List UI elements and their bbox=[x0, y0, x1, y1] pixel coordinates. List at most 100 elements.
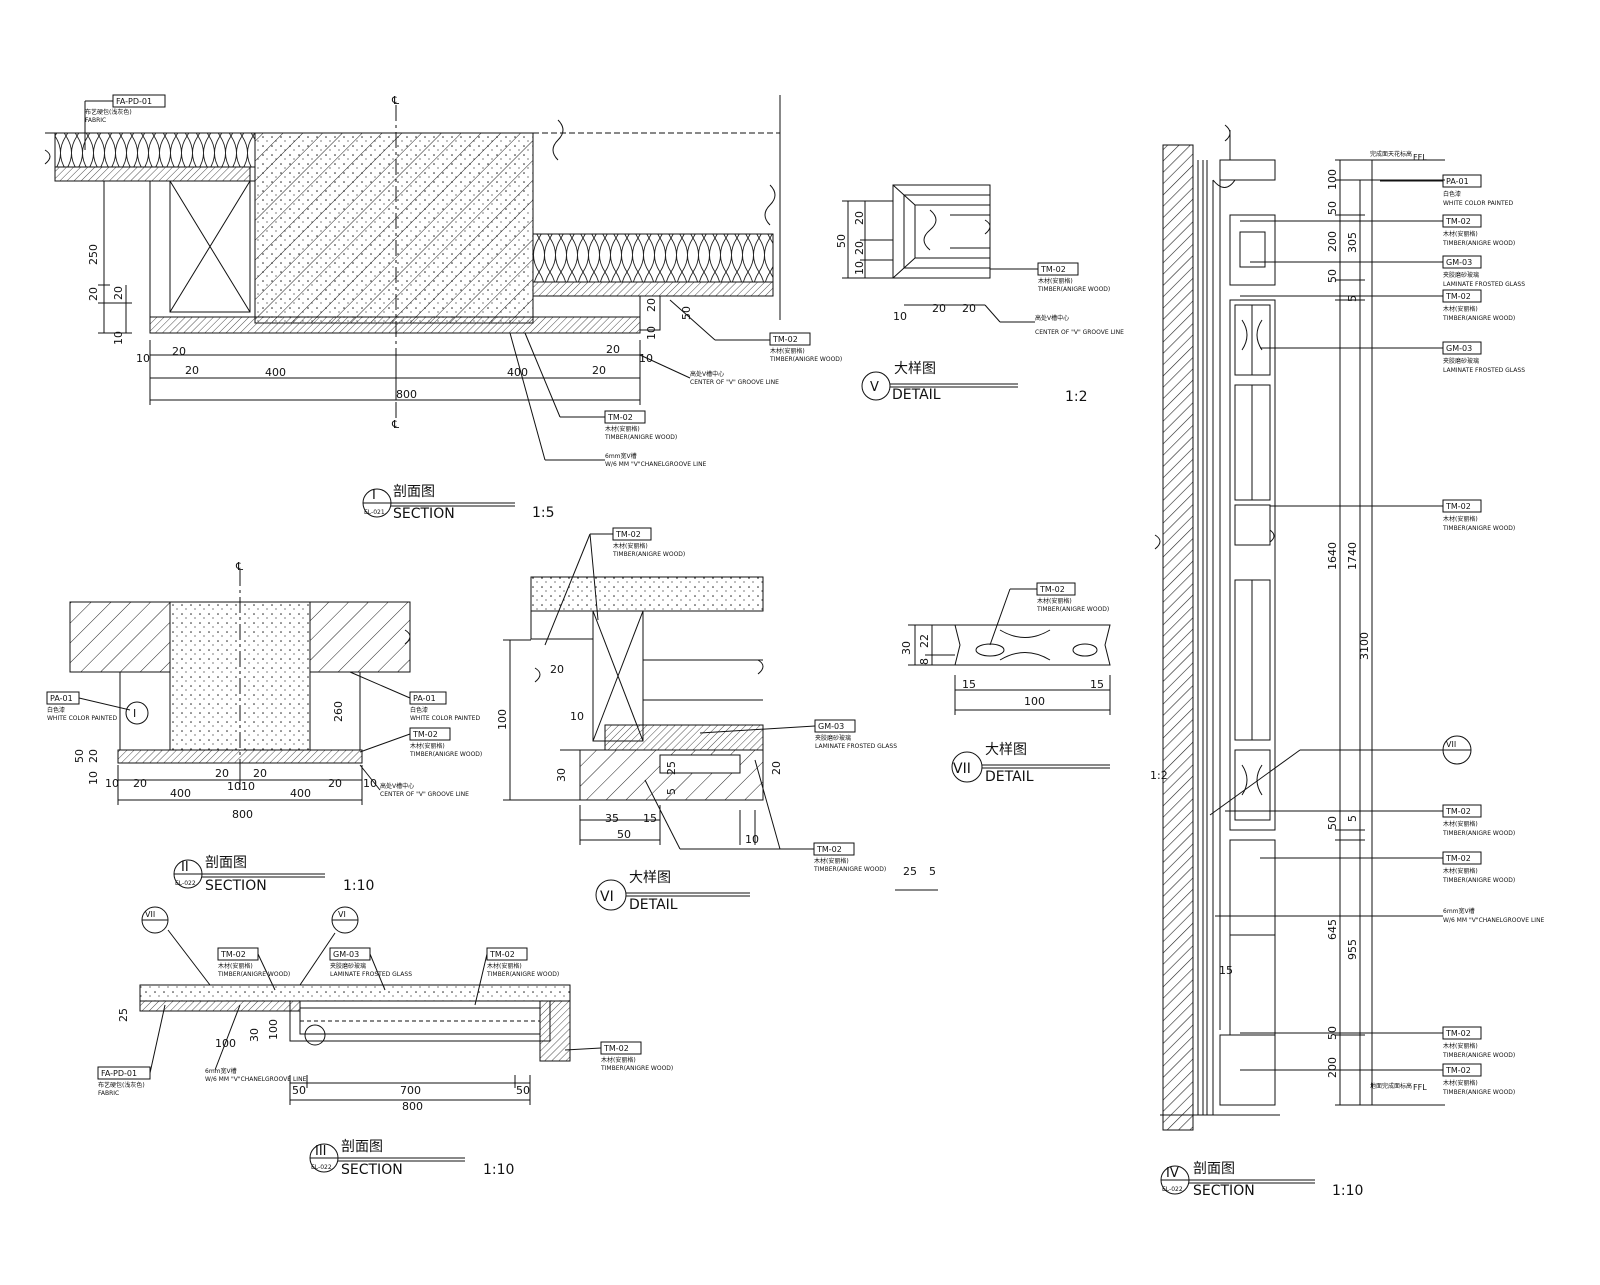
svg-text:5: 5 bbox=[665, 788, 678, 795]
svg-text:50: 50 bbox=[1326, 201, 1339, 215]
svg-text:5: 5 bbox=[1346, 815, 1359, 822]
svg-text:1640: 1640 bbox=[1326, 542, 1339, 570]
svg-text:100: 100 bbox=[267, 1019, 280, 1040]
svg-text:TIMBER(ANIGRE WOOD): TIMBER(ANIGRE WOOD) bbox=[1037, 286, 1110, 293]
svg-text:TM-02: TM-02 bbox=[1445, 1066, 1471, 1075]
svg-text:LAMINATE FROSTED GLASS: LAMINATE FROSTED GLASS bbox=[1443, 281, 1525, 288]
svg-text:夹胶磨砂玻璃: 夹胶磨砂玻璃 bbox=[1443, 271, 1479, 279]
svg-text:高处V槽中心: 高处V槽中心 bbox=[690, 370, 724, 378]
section-3-scale: 1:10 bbox=[483, 1162, 514, 1178]
svg-text:布艺硬包(浅灰色): 布艺硬包(浅灰色) bbox=[98, 1081, 145, 1089]
svg-text:FFL: FFL bbox=[1413, 153, 1427, 162]
svg-text:100: 100 bbox=[1326, 169, 1339, 190]
svg-text:TM-02: TM-02 bbox=[1445, 502, 1471, 511]
s4-tag-tm02-7: TM-02 木材(安丽格) TIMBER(ANIGRE WOOD) bbox=[1442, 1063, 1515, 1096]
svg-text:20: 20 bbox=[133, 777, 147, 790]
section-2-title-en: SECTION bbox=[205, 878, 267, 894]
svg-text:EL-022: EL-022 bbox=[1162, 1186, 1183, 1193]
svg-text:700: 700 bbox=[400, 1084, 421, 1097]
svg-text:400: 400 bbox=[507, 366, 528, 379]
svg-text:W/6 MM "V"CHANELGROOVE LINE: W/6 MM "V"CHANELGROOVE LINE bbox=[205, 1076, 307, 1083]
svg-text:TIMBER(ANIGRE WOOD): TIMBER(ANIGRE WOOD) bbox=[486, 971, 559, 978]
svg-text:WHITE COLOR PAINTED: WHITE COLOR PAINTED bbox=[410, 715, 480, 722]
svg-text:I: I bbox=[133, 707, 136, 720]
svg-text:10: 10 bbox=[363, 777, 377, 790]
svg-text:3100: 3100 bbox=[1358, 632, 1371, 660]
svg-text:400: 400 bbox=[290, 787, 311, 800]
svg-text:10: 10 bbox=[241, 780, 255, 793]
svg-text:50: 50 bbox=[73, 749, 86, 763]
svg-text:木材(安丽格): 木材(安丽格) bbox=[1038, 277, 1073, 285]
section-1-scale: 1:5 bbox=[532, 505, 555, 521]
svg-text:高处V槽中心: 高处V槽中心 bbox=[1035, 314, 1069, 322]
svg-text:LAMINATE FROSTED GLASS: LAMINATE FROSTED GLASS bbox=[815, 743, 897, 750]
svg-text:GM-03: GM-03 bbox=[1446, 258, 1472, 267]
svg-text:白色漆: 白色漆 bbox=[47, 706, 65, 714]
svg-text:I: I bbox=[372, 488, 376, 503]
svg-text:10: 10 bbox=[112, 331, 125, 345]
svg-text:6mm宽V槽: 6mm宽V槽 bbox=[205, 1067, 237, 1075]
svg-text:15: 15 bbox=[962, 678, 976, 691]
svg-text:20: 20 bbox=[328, 777, 342, 790]
svg-text:15: 15 bbox=[1090, 678, 1104, 691]
svg-text:GM-03: GM-03 bbox=[1446, 344, 1472, 353]
insulation-left bbox=[54, 132, 256, 168]
svg-text:15: 15 bbox=[643, 812, 657, 825]
svg-text:TIMBER(ANIGRE WOOD): TIMBER(ANIGRE WOOD) bbox=[1036, 606, 1109, 613]
svg-text:TIMBER(ANIGRE WOOD): TIMBER(ANIGRE WOOD) bbox=[604, 434, 677, 441]
section-2-scale: 1:10 bbox=[343, 878, 374, 894]
svg-text:TIMBER(ANIGRE WOOD): TIMBER(ANIGRE WOOD) bbox=[600, 1065, 673, 1072]
svg-text:30: 30 bbox=[248, 1028, 261, 1042]
svg-text:木材(安丽格): 木材(安丽格) bbox=[487, 962, 522, 970]
detail-6-title-cn: 大样图 bbox=[629, 870, 671, 886]
svg-text:FABRIC: FABRIC bbox=[85, 117, 106, 124]
svg-text:10: 10 bbox=[227, 780, 241, 793]
section-2-title-cn: 剖面图 bbox=[205, 855, 247, 871]
svg-text:20: 20 bbox=[172, 345, 186, 358]
timber-base-layer bbox=[149, 316, 641, 334]
svg-text:800: 800 bbox=[396, 388, 417, 401]
detail-5-scale: 1:2 bbox=[1065, 389, 1088, 405]
svg-text:TM-02: TM-02 bbox=[1040, 265, 1066, 274]
svg-text:EL-021: EL-021 bbox=[364, 509, 385, 516]
svg-text:夹胶磨砂玻璃: 夹胶磨砂玻璃 bbox=[1443, 357, 1479, 365]
svg-text:VII: VII bbox=[953, 761, 971, 777]
s4-tag-tm02-2: TM-02 木材(安丽格) TIMBER(ANIGRE WOOD) bbox=[1442, 289, 1515, 322]
s4-tag-tm02-4: TM-02 木材(安丽格) TIMBER(ANIGRE WOOD) bbox=[1442, 804, 1515, 837]
svg-text:TIMBER(ANIGRE WOOD): TIMBER(ANIGRE WOOD) bbox=[1442, 240, 1515, 247]
svg-text:10: 10 bbox=[853, 261, 866, 275]
svg-text:TM-02: TM-02 bbox=[1445, 217, 1471, 226]
svg-text:木材(安丽格): 木材(安丽格) bbox=[1443, 867, 1478, 875]
svg-text:TM-02: TM-02 bbox=[489, 950, 515, 959]
s4-tag-tm02-6: TM-02 木材(安丽格) TIMBER(ANIGRE WOOD) bbox=[1442, 1026, 1515, 1059]
svg-text:6mm宽V槽: 6mm宽V槽 bbox=[1443, 907, 1475, 915]
svg-text:50: 50 bbox=[835, 234, 848, 248]
svg-text:LAMINATE FROSTED GLASS: LAMINATE FROSTED GLASS bbox=[1443, 367, 1525, 374]
svg-text:6mm宽V槽: 6mm宽V槽 bbox=[605, 452, 637, 460]
svg-text:III: III bbox=[315, 1144, 327, 1159]
svg-text:TM-02: TM-02 bbox=[1445, 1029, 1471, 1038]
svg-text:TM-02: TM-02 bbox=[603, 1044, 629, 1053]
section-1-title-en: SECTION bbox=[393, 506, 455, 522]
svg-text:IV: IV bbox=[1166, 1166, 1179, 1181]
insulation-right bbox=[532, 233, 774, 283]
detail-5-title-cn: 大样图 bbox=[894, 361, 936, 377]
svg-text:布艺硬包(浅灰色): 布艺硬包(浅灰色) bbox=[85, 108, 132, 116]
svg-text:木材(安丽格): 木材(安丽格) bbox=[601, 1056, 636, 1064]
svg-text:木材(安丽格): 木材(安丽格) bbox=[218, 962, 253, 970]
svg-text:50: 50 bbox=[1326, 816, 1339, 830]
svg-text:TIMBER(ANIGRE WOOD): TIMBER(ANIGRE WOOD) bbox=[1442, 1052, 1515, 1059]
svg-text:TM-02: TM-02 bbox=[412, 730, 438, 739]
svg-text:TIMBER(ANIGRE WOOD): TIMBER(ANIGRE WOOD) bbox=[1442, 1089, 1515, 1096]
svg-text:25: 25 bbox=[903, 865, 917, 878]
detail-6-title-en: DETAIL bbox=[629, 897, 678, 913]
svg-text:木材(安丽格): 木材(安丽格) bbox=[770, 347, 805, 355]
svg-text:20: 20 bbox=[87, 749, 100, 763]
s4-tag-gm03-1: GM-03 夹胶磨砂玻璃 LAMINATE FROSTED GLASS bbox=[1442, 255, 1525, 288]
svg-text:高处V槽中心: 高处V槽中心 bbox=[380, 782, 414, 790]
svg-text:15: 15 bbox=[1219, 964, 1233, 977]
svg-text:TIMBER(ANIGRE WOOD): TIMBER(ANIGRE WOOD) bbox=[1442, 525, 1515, 532]
svg-text:TIMBER(ANIGRE WOOD): TIMBER(ANIGRE WOOD) bbox=[612, 551, 685, 558]
svg-text:20: 20 bbox=[853, 241, 866, 255]
